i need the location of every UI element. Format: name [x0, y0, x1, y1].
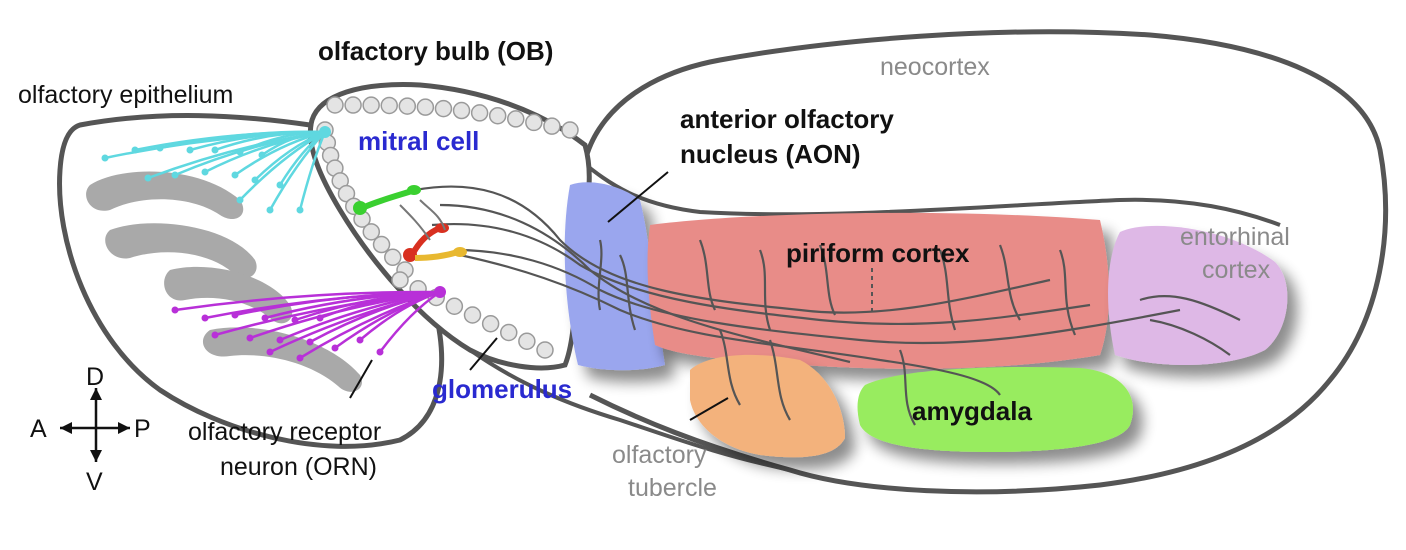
glomerulus-circle	[326, 96, 344, 114]
amygdala-label: amygdala	[912, 396, 1032, 426]
leader-lines	[349, 171, 729, 421]
purple-orn-group	[171, 286, 446, 362]
glomerulus-circle	[452, 101, 471, 120]
aon-label-line2: nucleus (AON)	[680, 139, 861, 169]
entorhinal-cortex-region	[1108, 225, 1288, 366]
glomerulus-circle	[543, 117, 561, 135]
glomerulus-circle	[500, 323, 518, 342]
orn-axon	[204, 130, 326, 174]
glomerulus-circle	[434, 99, 453, 118]
orn-cell-body	[186, 146, 194, 154]
orn-cell-body	[171, 306, 179, 314]
orn-cell-body	[306, 338, 314, 346]
olfactory-tubercle-label-line1: olfactory	[612, 441, 707, 469]
entorhinal-label-line1: entorhinal	[1180, 223, 1290, 251]
glomerulus-circle	[391, 271, 409, 289]
glomerulus-circle	[525, 113, 543, 132]
olfactory-bulb-label: olfactory bulb (OB)	[318, 36, 553, 66]
glomerulus-circle	[518, 332, 536, 350]
orn-hub	[434, 286, 446, 298]
bulb-to-brain-line	[468, 348, 791, 472]
orn-cell-body	[101, 154, 109, 162]
orn-cell-body	[156, 144, 164, 152]
orn-cell-body	[231, 171, 239, 179]
entorhinal-label-line2: cortex	[1202, 256, 1271, 284]
cyan-orn-group	[101, 126, 331, 214]
glomerulus-circle	[470, 104, 489, 122]
glomerulus-circle	[416, 98, 435, 116]
neocortex-label: neocortex	[880, 53, 990, 81]
orn-axon	[239, 130, 326, 201]
glomerulus-circle	[445, 297, 464, 315]
orn-axon	[379, 290, 441, 353]
orn-cell-body	[171, 171, 179, 179]
glomerulus-circle	[372, 235, 391, 254]
piriform-cortex-region	[647, 212, 1109, 369]
orn-label-line2: neuron (ORN)	[220, 453, 377, 481]
compass-dorsal: D	[86, 363, 104, 391]
orn-axon	[268, 131, 326, 211]
orn-cell-body	[201, 168, 209, 176]
axon-tracts	[414, 185, 1241, 426]
brain-outline	[579, 29, 1389, 495]
orn-cell-body	[201, 314, 209, 322]
glomerulus-circle	[384, 248, 402, 267]
orn-cell-body	[131, 146, 139, 154]
olfactory-tubercle-label-line2: tubercle	[628, 474, 717, 502]
orn-cell-body	[276, 181, 284, 189]
aon-label-line1: anterior olfactory	[680, 104, 894, 134]
amygdala-region	[857, 366, 1133, 452]
mitral-cells	[353, 185, 467, 262]
glomerulus-circle	[481, 315, 500, 333]
glomeruli-layer	[316, 96, 579, 359]
orn-cell-body	[276, 336, 284, 344]
glomerulus-label: glomerulus	[432, 374, 572, 404]
orn-cell-body	[246, 334, 254, 342]
orn-cell-body	[231, 311, 239, 319]
olfactory-tubercle-region	[690, 354, 845, 458]
orn-cell-body	[296, 354, 304, 362]
compass-anterior: A	[30, 415, 47, 443]
orn-cell-body	[266, 206, 274, 214]
orn-axon	[234, 130, 326, 177]
orn-cell-body	[211, 146, 219, 154]
glomerulus-circle	[344, 96, 362, 114]
orn-cell-body	[211, 331, 219, 339]
orn-cell-body	[296, 206, 304, 214]
orn-axon	[298, 131, 327, 211]
orn-cell-body	[144, 174, 152, 182]
olfactory-epithelium-label: olfactory epithelium	[18, 81, 233, 109]
neocortex-boundary	[578, 158, 1281, 227]
glomerulus-circle	[362, 96, 380, 114]
glomerulus-circle	[536, 341, 554, 359]
orn-cell-body	[331, 344, 339, 352]
glomerulus-circle	[463, 306, 482, 324]
glomerulus-circle	[507, 110, 525, 128]
orn-cell-body	[266, 348, 274, 356]
glomerulus-circle	[380, 96, 398, 115]
orn-cell-body	[261, 314, 269, 322]
glomerulus-circle	[488, 106, 507, 125]
compass-ventral: V	[86, 468, 103, 496]
orn-axon	[299, 290, 441, 360]
glomerulus-circle	[362, 223, 381, 241]
glomerulus-circle	[561, 121, 579, 139]
mitral-cell-label: mitral cell	[358, 126, 479, 156]
orn-label-line1: olfactory receptor	[188, 418, 381, 446]
orn-cell-body	[236, 196, 244, 204]
glomerulus-circle	[398, 97, 417, 115]
compass-posterior: P	[134, 415, 151, 443]
orn-axon	[269, 290, 441, 354]
piriform-cortex-label: piriform cortex	[786, 238, 970, 268]
orn-cell-body	[356, 336, 364, 344]
orn-hub	[319, 126, 331, 138]
orn-cell-body	[376, 348, 384, 356]
compass-rose	[60, 388, 130, 462]
